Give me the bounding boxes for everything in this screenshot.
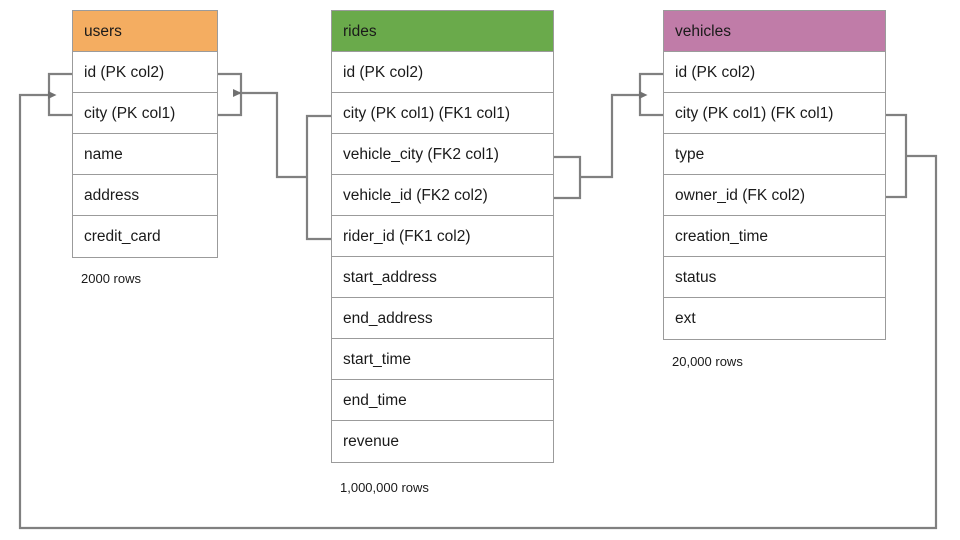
table-vehicles-column-owner-id[interactable]: owner_id (FK col2) [664,175,885,216]
table-rides-column-start-time[interactable]: start_time [332,339,553,380]
wire-rides-right-bracket [554,155,582,200]
table-users[interactable]: users id (PK col2) city (PK col1) name a… [72,10,218,258]
wire-rides-to-vehicles [580,91,648,179]
wire-vehicles-left-bracket [638,72,663,117]
table-vehicles-column-creation-time[interactable]: creation_time [664,216,885,257]
table-vehicles[interactable]: vehicles id (PK col2) city (PK col1) (FK… [663,10,886,340]
wire-users-left-bracket [47,72,72,117]
table-rides-rows-label: 1,000,000 rows [340,480,429,495]
table-users-column-address[interactable]: address [73,175,217,216]
table-users-column-city[interactable]: city (PK col1) [73,93,217,134]
table-rides[interactable]: rides id (PK col2) city (PK col1) (FK1 c… [331,10,554,463]
table-rides-column-rider-id[interactable]: rider_id (FK1 col2) [332,216,553,257]
wire-rides-to-users [233,89,307,179]
table-rides-column-city[interactable]: city (PK col1) (FK1 col1) [332,93,553,134]
table-vehicles-column-ext[interactable]: ext [664,298,885,339]
table-rides-column-vehicle-id[interactable]: vehicle_id (FK2 col2) [332,175,553,216]
table-rides-column-revenue[interactable]: revenue [332,421,553,462]
table-rides-title: rides [332,11,553,52]
wire-users-right-bracket [218,72,243,117]
wire-vehicles-to-users [18,91,938,530]
wire-rides-left-bracket [305,114,331,241]
table-vehicles-column-status[interactable]: status [664,257,885,298]
table-vehicles-column-type[interactable]: type [664,134,885,175]
table-users-column-credit-card[interactable]: credit_card [73,216,217,257]
wire-vehicles-right-bracket [886,113,908,199]
table-rides-column-start-address[interactable]: start_address [332,257,553,298]
table-rides-column-vehicle-city[interactable]: vehicle_city (FK2 col1) [332,134,553,175]
table-users-rows-label: 2000 rows [81,271,141,286]
table-vehicles-title: vehicles [664,11,885,52]
table-users-column-name[interactable]: name [73,134,217,175]
table-vehicles-column-id[interactable]: id (PK col2) [664,52,885,93]
table-rides-column-id[interactable]: id (PK col2) [332,52,553,93]
table-rides-column-end-time[interactable]: end_time [332,380,553,421]
table-vehicles-rows-label: 20,000 rows [672,354,743,369]
table-users-title: users [73,11,217,52]
table-users-column-id[interactable]: id (PK col2) [73,52,217,93]
table-rides-column-end-address[interactable]: end_address [332,298,553,339]
table-vehicles-column-city[interactable]: city (PK col1) (FK col1) [664,93,885,134]
